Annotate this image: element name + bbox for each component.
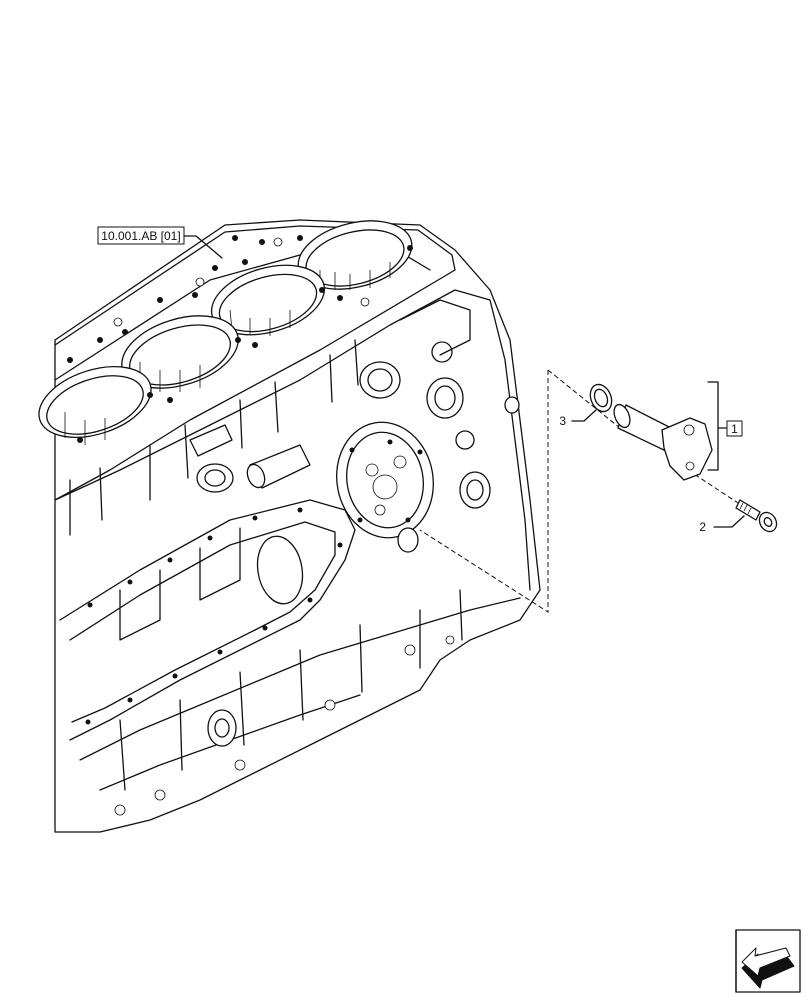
block-ports (359, 299, 520, 553)
callout-3-number: 3 (559, 414, 566, 428)
deck-holes (67, 235, 413, 443)
dowel-pins (189, 424, 311, 493)
assembly-bracket (707, 381, 727, 471)
callout-1[interactable]: 1 (726, 420, 743, 437)
engine-block (38, 219, 541, 833)
callout-2-number: 2 (699, 520, 706, 534)
reference-label: 10.001.AB [01] (101, 229, 180, 243)
arrow-navigation-icon[interactable] (735, 929, 801, 993)
callout-2[interactable]: 2 (699, 515, 745, 534)
reference-label-box[interactable]: 10.001.AB [01] (97, 226, 223, 259)
seal-ring-part (589, 383, 613, 413)
bolt-part (735, 499, 778, 533)
block-ribs (69, 339, 359, 536)
callout-3[interactable]: 3 (559, 409, 597, 428)
oil-tube-assembly (613, 403, 713, 481)
callout-1-number: 1 (731, 422, 738, 436)
cylinder-bores (38, 220, 413, 445)
crankcase-flange (59, 499, 356, 741)
oil-cooler-boss (336, 421, 434, 539)
lower-skirt (79, 589, 521, 816)
